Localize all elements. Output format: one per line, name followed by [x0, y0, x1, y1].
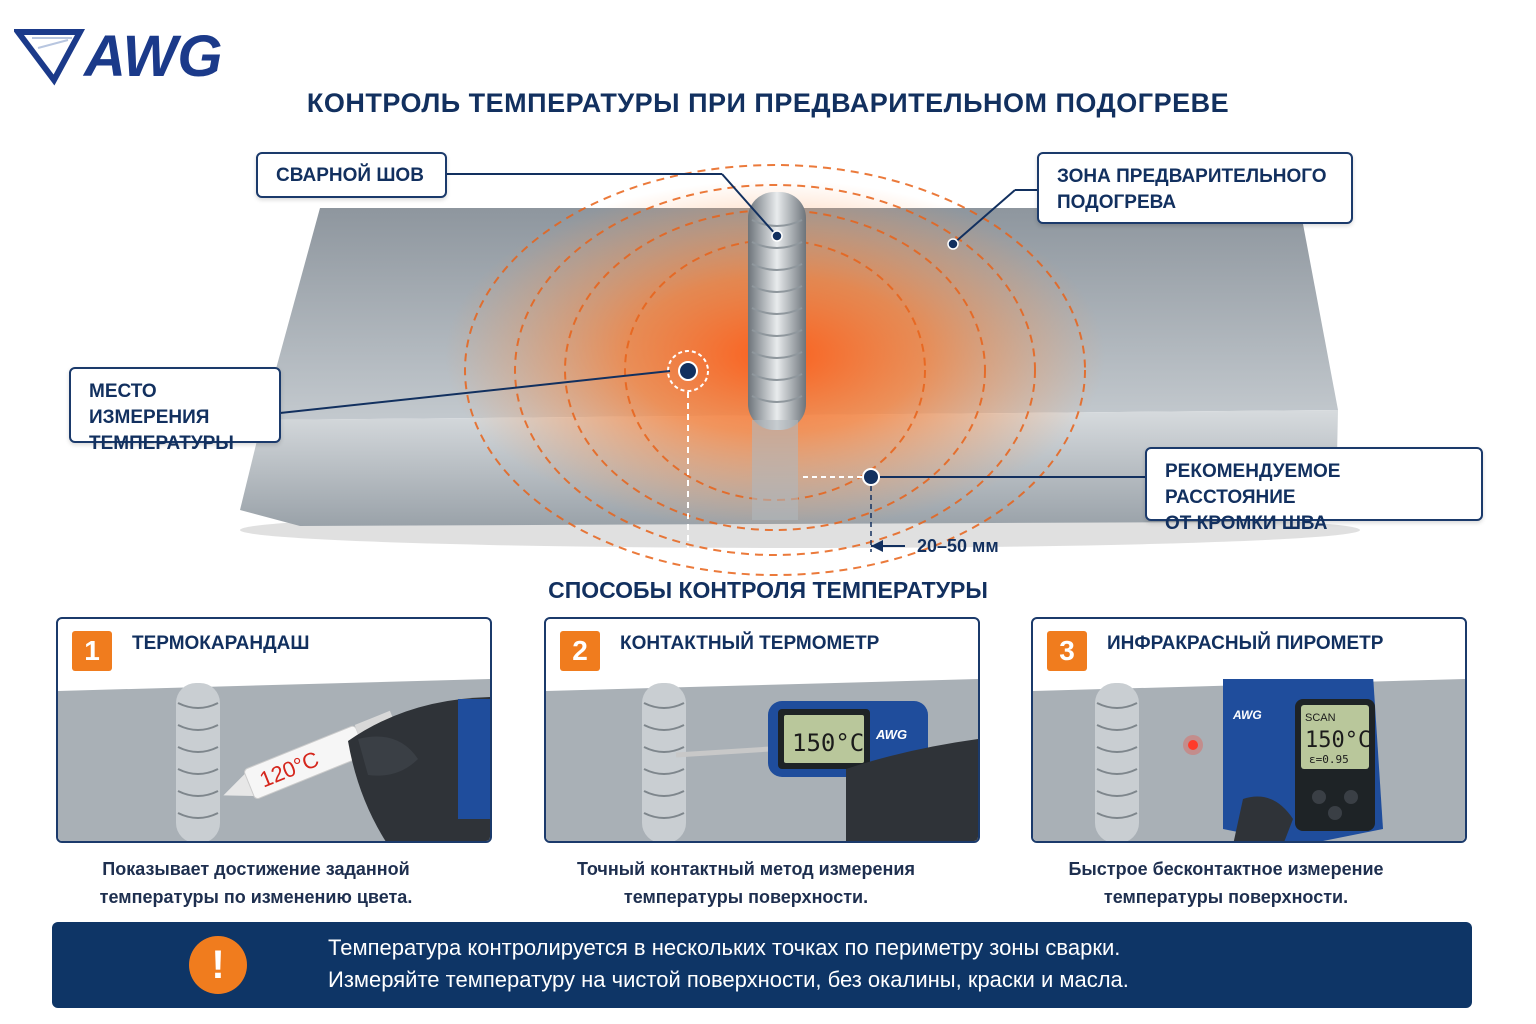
pyrometer-emissivity: ε=0.95 — [1309, 753, 1349, 766]
callout-preheat-zone-line1: ЗОНА ПРЕДВАРИТЕЛЬНОГО — [1057, 166, 1327, 187]
exclamation-icon: ! — [189, 936, 247, 994]
callout-measure-point: МЕСТО ИЗМЕРЕНИЯ ТЕМПЕРАТУРЫ — [69, 367, 281, 454]
method-desc-1: Показывает достижение заданной температу… — [36, 855, 476, 911]
callout-distance-line1: РЕКОМЕНДУЕМОЕ РАССТОЯНИЕ — [1165, 461, 1341, 508]
method-number: 3 — [1047, 631, 1087, 671]
callout-preheat-zone-line2: ПОДОГРЕВА — [1057, 192, 1177, 213]
card-header: 2 КОНТАКТНЫЙ ТЕРМОМЕТР — [546, 619, 978, 679]
method-desc-line: температуры по изменению цвета. — [99, 887, 413, 907]
logo-text: AWG — [82, 24, 223, 88]
contact-thermometer-photo: 150°C AWG — [546, 679, 978, 841]
method-number: 2 — [560, 631, 600, 671]
distance-dimension: 20–50 мм — [917, 536, 999, 556]
thermometer-readout: 150°C — [792, 729, 864, 757]
methods-title: СПОСОБЫ КОНТРОЛЯ ТЕМПЕРАТУРЫ — [548, 577, 988, 603]
method-title: КОНТАКТНЫЙ ТЕРМОМЕТР — [620, 633, 880, 654]
method-title: ТЕРМОКАРАНДАШ — [132, 633, 310, 654]
warning-line2: Измеряйте температуру на чистой поверхно… — [328, 967, 1129, 992]
method-desc-line: Быстрое бесконтактное измерение — [1068, 859, 1384, 879]
plate-illustration — [0, 150, 1536, 580]
awg-logo: AWG — [12, 18, 294, 89]
callout-measure-point-line1: МЕСТО ИЗМЕРЕНИЯ — [89, 381, 210, 428]
method-desc-line: Показывает достижение заданной — [102, 859, 410, 879]
method-card-ir-pyrometer: 3 ИНФРАКРАСНЫЙ ПИРОМЕТР SCAN 150°C ε=0.9… — [1031, 617, 1467, 843]
card-header: 1 ТЕРМОКАРАНДАШ — [58, 619, 490, 679]
method-desc-line: температуры поверхности. — [623, 887, 869, 907]
warning-banner: ! Температура контролируется в нескольки… — [52, 922, 1472, 1008]
callout-weld-seam: СВАРНОЙ ШОВ — [256, 152, 447, 198]
page-title: КОНТРОЛЬ ТЕМПЕРАТУРЫ ПРИ ПРЕДВАРИТЕЛЬНОМ… — [306, 88, 1230, 118]
method-title: ИНФРАКРАСНЫЙ ПИРОМЕТР — [1107, 633, 1384, 654]
warning-line1: Температура контролируется в нескольких … — [328, 935, 1121, 960]
method-card-thermo-pencil: 1 ТЕРМОКАРАНДАШ 120°C — [56, 617, 492, 843]
callout-preheat-zone: ЗОНА ПРЕДВАРИТЕЛЬНОГО ПОДОГРЕВА — [1037, 152, 1353, 224]
callout-distance: РЕКОМЕНДУЕМОЕ РАССТОЯНИЕ ОТ КРОМКИ ШВА — [1145, 447, 1483, 534]
method-desc-3: Быстрое бесконтактное измерение температ… — [1006, 855, 1446, 911]
callout-distance-line2: ОТ КРОМКИ ШВА — [1165, 513, 1328, 534]
card-header: 3 ИНФРАКРАСНЫЙ ПИРОМЕТР — [1033, 619, 1465, 679]
ir-pyrometer-photo: SCAN 150°C ε=0.95 AWG — [1033, 675, 1465, 841]
method-desc-2: Точный контактный метод измерения темпер… — [526, 855, 966, 911]
method-number: 1 — [72, 631, 112, 671]
method-card-contact-thermometer: 2 КОНТАКТНЫЙ ТЕРМОМЕТР 150°C AWG — [544, 617, 980, 843]
thermometer-brand: AWG — [875, 727, 907, 742]
callout-weld-seam-text: СВАРНОЙ ШОВ — [276, 165, 424, 186]
thermo-pencil-photo: 120°C — [58, 679, 490, 841]
method-desc-line: температуры поверхности. — [1103, 887, 1349, 907]
pyrometer-readout: 150°C — [1305, 728, 1371, 753]
pyrometer-brand: AWG — [1232, 708, 1262, 722]
callout-measure-point-line2: ТЕМПЕРАТУРЫ — [89, 433, 234, 454]
pyrometer-scan-label: SCAN — [1305, 712, 1336, 724]
warning-text: Температура контролируется в нескольких … — [328, 932, 1129, 996]
method-desc-line: Точный контактный метод измерения — [577, 859, 915, 879]
